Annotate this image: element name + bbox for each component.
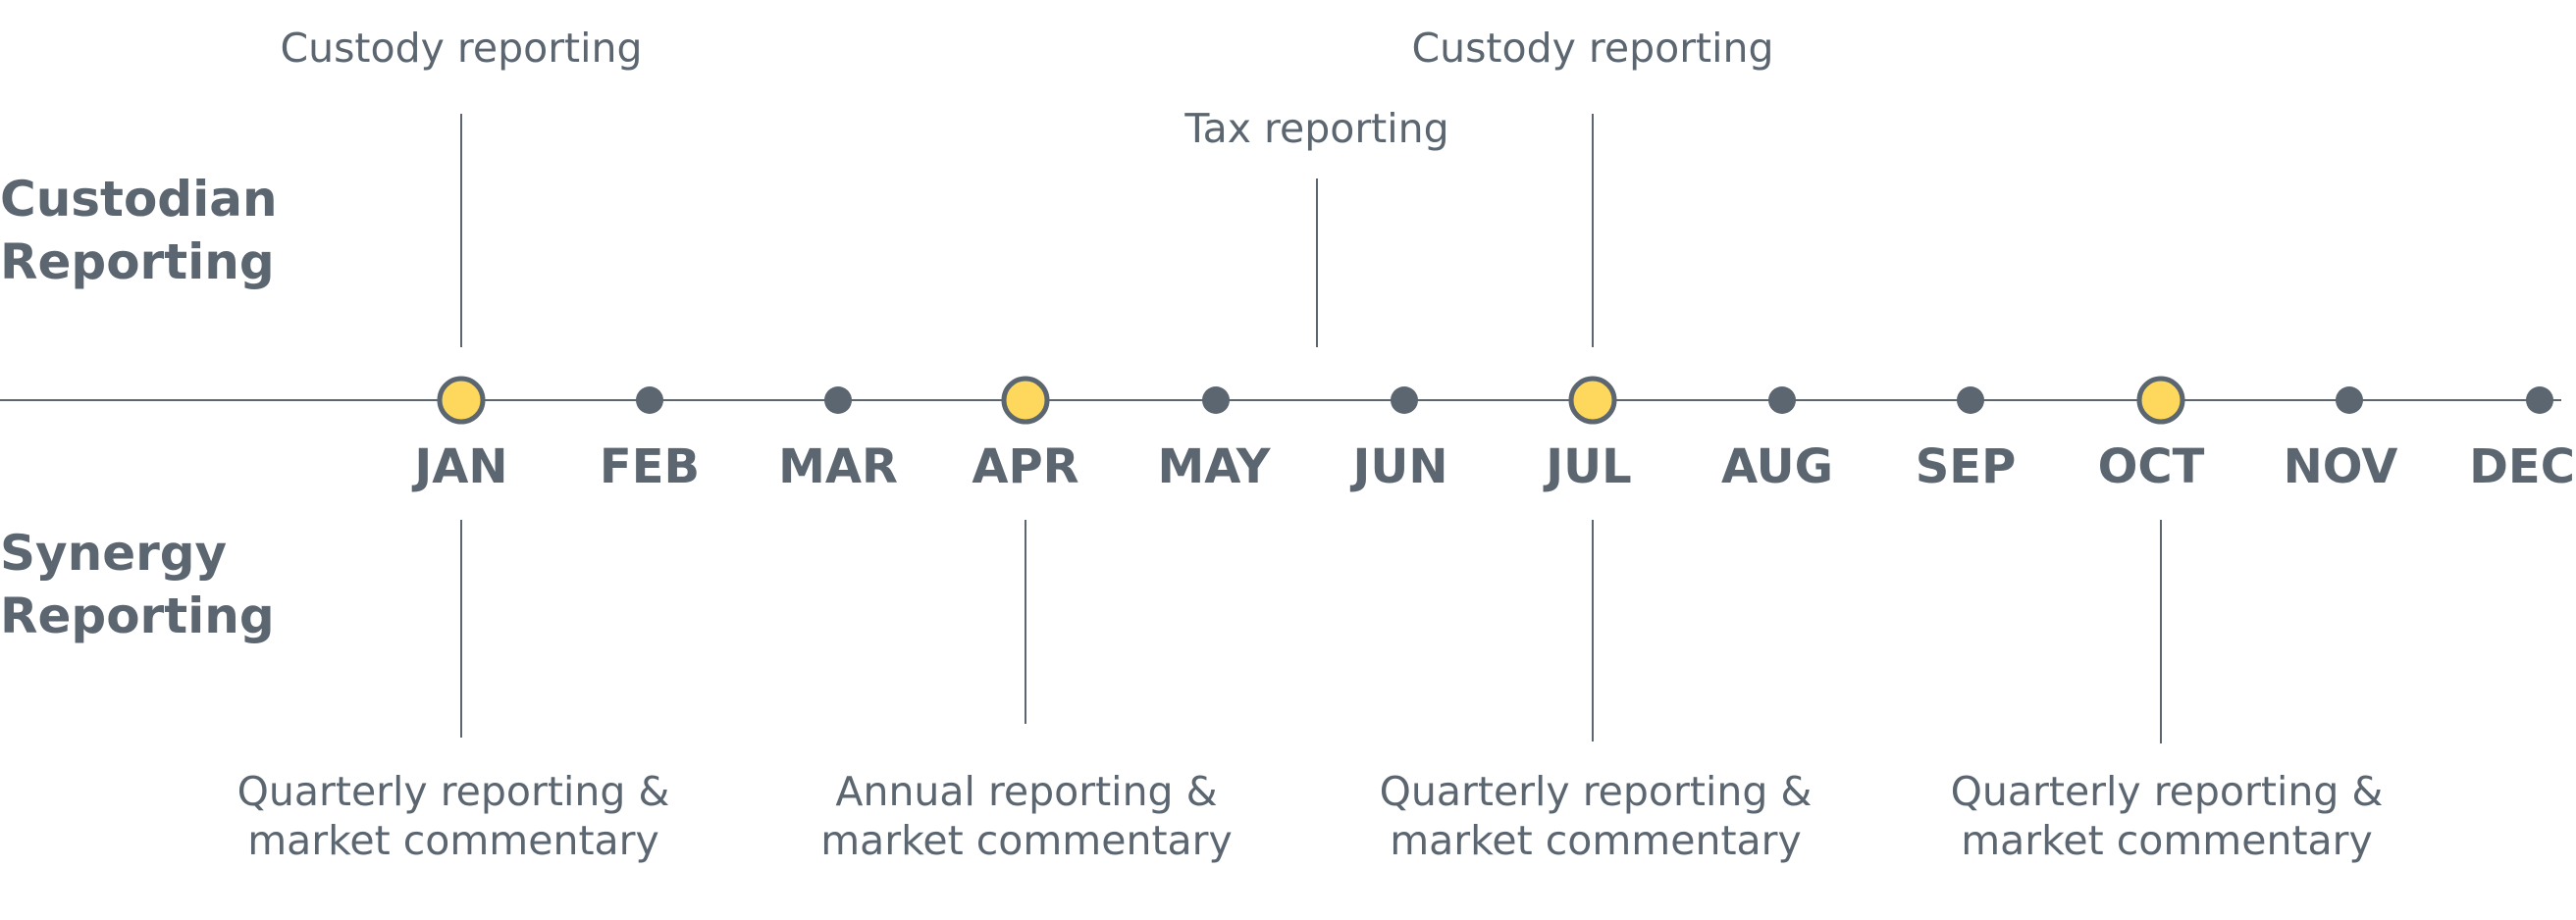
synergy-event-line1: Quarterly reporting &: [1379, 768, 1813, 815]
milestone-marker-jan: [437, 376, 486, 425]
synergy-event-line2: market commentary: [820, 817, 1233, 864]
month-dot-sep: [1957, 386, 1984, 414]
month-dot-nov: [2336, 386, 2363, 414]
synergy-event-jan: Quarterly reporting & market commentary: [179, 767, 728, 865]
milestone-marker-oct: [2136, 376, 2185, 425]
month-label-feb: FEB: [599, 439, 701, 494]
month-dot-jun: [1391, 386, 1418, 414]
month-dot-feb: [636, 386, 663, 414]
month-label-jan: JAN: [414, 439, 508, 494]
synergy-event-jul: Quarterly reporting & market commentary: [1321, 767, 1870, 865]
custodian-event-custody-jul: Custody reporting: [1318, 24, 1867, 73]
synergy-event-line1: Quarterly reporting &: [1950, 768, 2384, 815]
month-label-mar: MAR: [778, 439, 898, 494]
month-label-nov: NOV: [2283, 439, 2398, 494]
synergy-event-line1: Annual reporting &: [835, 768, 1218, 815]
month-label-jul: JUL: [1546, 439, 1632, 494]
custodian-event-label: Custody reporting: [280, 25, 643, 72]
row-label-synergy: Synergy Reporting: [0, 522, 275, 647]
month-dot-aug: [1768, 386, 1796, 414]
synergy-event-oct: Quarterly reporting & market commentary: [1892, 767, 2442, 865]
row-label-synergy-line2: Reporting: [0, 588, 275, 644]
custodian-event-custody-jan: Custody reporting: [186, 24, 736, 73]
synergy-event-apr: Annual reporting & market commentary: [752, 767, 1301, 865]
month-label-dec: DEC: [2469, 439, 2575, 494]
row-label-custodian-line1: Custodian: [0, 171, 278, 228]
row-label-custodian: Custodian Reporting: [0, 168, 278, 293]
custodian-event-label: Custody reporting: [1411, 25, 1774, 72]
month-label-may: MAY: [1157, 439, 1271, 494]
month-label-aug: AUG: [1720, 439, 1834, 494]
month-dot-dec: [2526, 386, 2553, 414]
month-dot-may: [1202, 386, 1230, 414]
synergy-event-line2: market commentary: [1961, 817, 2373, 864]
month-dot-mar: [824, 386, 852, 414]
synergy-event-line2: market commentary: [1390, 817, 1802, 864]
row-label-custodian-line2: Reporting: [0, 233, 275, 290]
synergy-event-line1: Quarterly reporting &: [237, 768, 670, 815]
synergy-event-line2: market commentary: [247, 817, 659, 864]
month-label-sep: SEP: [1915, 439, 2017, 494]
custodian-event-tax: Tax reporting: [1042, 104, 1592, 153]
custodian-event-label: Tax reporting: [1184, 105, 1449, 152]
month-label-jun: JUN: [1352, 439, 1448, 494]
milestone-marker-jul: [1568, 376, 1617, 425]
milestone-marker-apr: [1001, 376, 1050, 425]
row-label-synergy-line1: Synergy: [0, 525, 228, 582]
month-label-oct: OCT: [2097, 439, 2205, 494]
month-label-apr: APR: [972, 439, 1079, 494]
